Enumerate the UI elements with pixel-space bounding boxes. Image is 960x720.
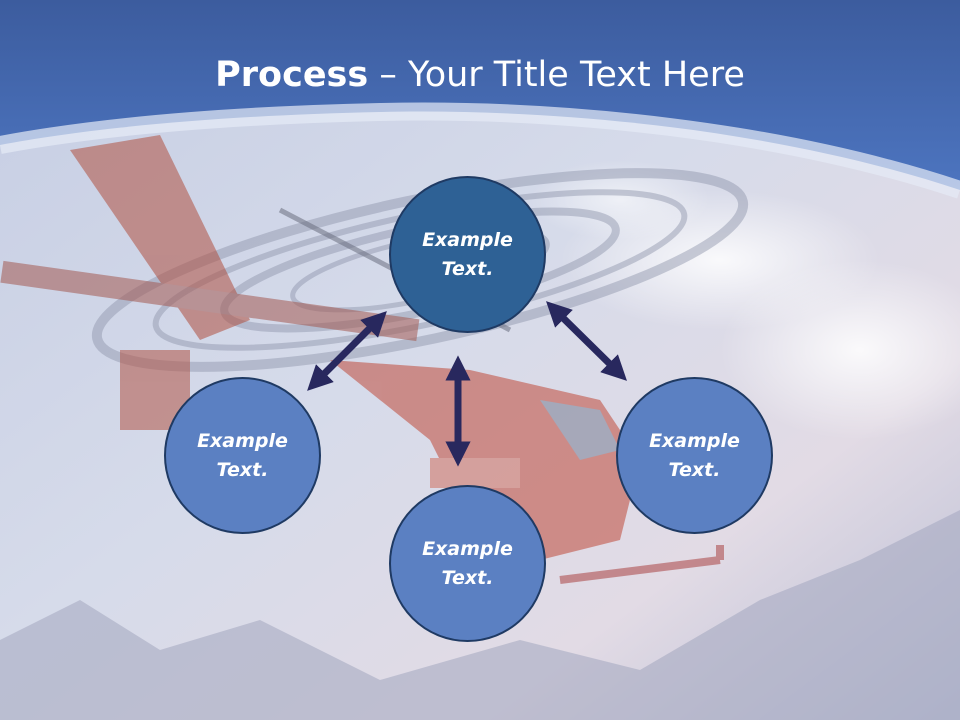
node-bottom-line2: Text.	[441, 566, 494, 589]
title-rest: – Your Title Text Here	[368, 55, 745, 95]
node-top-line2: Text.	[441, 257, 494, 280]
title-bold: Process	[215, 55, 369, 95]
process-node-bottom: Example Text.	[389, 485, 546, 642]
node-top-line1: Example	[422, 228, 513, 251]
arrow-top-left	[307, 311, 387, 391]
node-right-line2: Text.	[668, 458, 721, 481]
process-node-right: Example Text.	[616, 377, 773, 534]
process-node-top: Example Text.	[389, 176, 546, 333]
header-band	[0, 0, 960, 190]
arrow-top-right	[546, 301, 627, 381]
node-right-line1: Example	[649, 429, 740, 452]
node-left-line1: Example	[197, 429, 288, 452]
process-node-left: Example Text.	[164, 377, 321, 534]
node-bottom-line1: Example	[422, 537, 513, 560]
slide-title: Process – Your Title Text Here	[0, 50, 960, 100]
mountains-graphic	[0, 510, 960, 720]
node-left-line2: Text.	[216, 458, 269, 481]
helicopter-graphic	[0, 135, 724, 584]
header-arc	[0, 102, 960, 199]
